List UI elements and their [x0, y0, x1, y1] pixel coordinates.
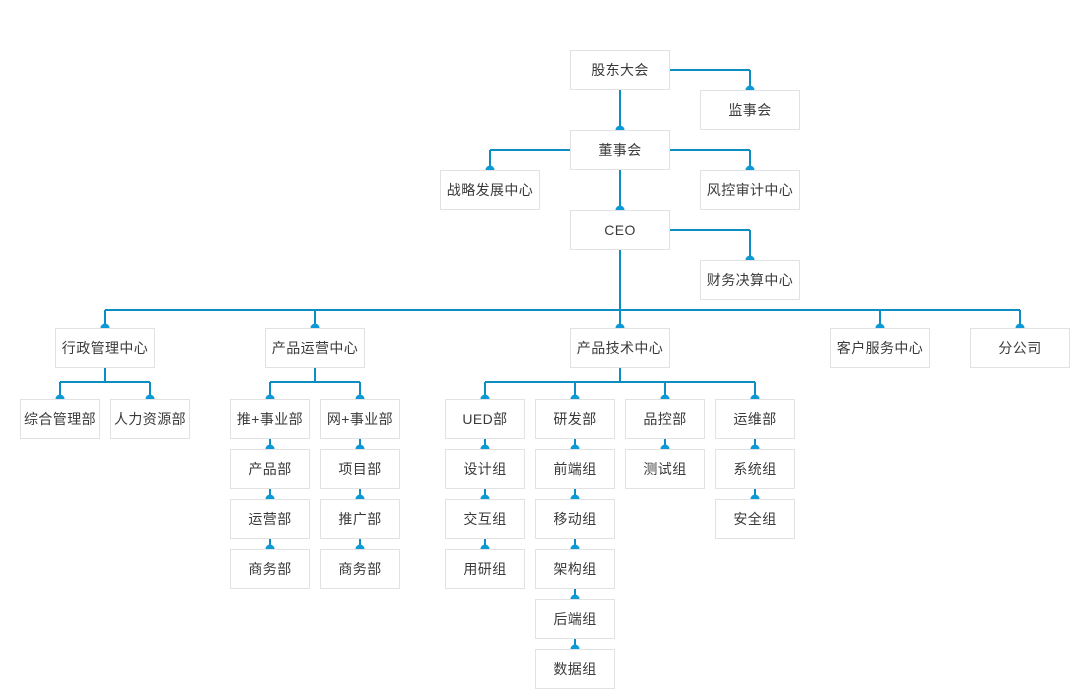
- org-node[interactable]: 产品技术中心: [570, 328, 670, 368]
- org-node[interactable]: 设计组: [445, 449, 525, 489]
- org-node-label: 运营部: [248, 511, 292, 527]
- org-node[interactable]: 风控审计中心: [700, 170, 800, 210]
- org-node-label: 商务部: [338, 561, 382, 577]
- org-node[interactable]: 监事会: [700, 90, 800, 130]
- org-node-label: UED部: [462, 411, 508, 427]
- org-node-label: 架构组: [553, 561, 597, 577]
- org-node-label: 风控审计中心: [706, 182, 794, 198]
- org-node[interactable]: UED部: [445, 399, 525, 439]
- org-node[interactable]: 战略发展中心: [440, 170, 540, 210]
- org-node[interactable]: 研发部: [535, 399, 615, 439]
- org-node[interactable]: 商务部: [320, 549, 400, 589]
- org-node-label: 用研组: [463, 561, 507, 577]
- org-node-label: 研发部: [553, 411, 597, 427]
- org-node[interactable]: 董事会: [570, 130, 670, 170]
- org-node-label: 推+事业部: [236, 411, 304, 427]
- org-node-label: 测试组: [643, 461, 687, 477]
- org-node-label: 安全组: [733, 511, 777, 527]
- org-node-label: 移动组: [553, 511, 597, 527]
- org-node[interactable]: 推+事业部: [230, 399, 310, 439]
- org-node[interactable]: 后端组: [535, 599, 615, 639]
- org-node[interactable]: 前端组: [535, 449, 615, 489]
- org-node[interactable]: 移动组: [535, 499, 615, 539]
- org-node-label: 交互组: [463, 511, 507, 527]
- org-node-label: 人力资源部: [114, 411, 186, 427]
- org-node-label: 网+事业部: [326, 411, 394, 427]
- org-node-label: 分公司: [998, 340, 1042, 356]
- org-node[interactable]: 测试组: [625, 449, 705, 489]
- org-node-label: 客户服务中心: [836, 340, 924, 356]
- org-node[interactable]: 数据组: [535, 649, 615, 689]
- org-node-label: 品控部: [643, 411, 687, 427]
- org-node-label: 监事会: [728, 102, 772, 118]
- org-node[interactable]: 商务部: [230, 549, 310, 589]
- org-node-label: 财务决算中心: [706, 272, 794, 288]
- org-node-label: 产品部: [248, 461, 292, 477]
- org-node[interactable]: 推广部: [320, 499, 400, 539]
- org-node[interactable]: 架构组: [535, 549, 615, 589]
- org-node[interactable]: 运营部: [230, 499, 310, 539]
- org-node[interactable]: 财务决算中心: [700, 260, 800, 300]
- org-node[interactable]: 网+事业部: [320, 399, 400, 439]
- org-node[interactable]: 系统组: [715, 449, 795, 489]
- org-node-label: 战略发展中心: [446, 182, 534, 198]
- org-node-label: 运维部: [733, 411, 777, 427]
- org-node-label: 系统组: [733, 461, 777, 477]
- org-node[interactable]: 产品运营中心: [265, 328, 365, 368]
- org-node[interactable]: 股东大会: [570, 50, 670, 90]
- org-node-label: CEO: [604, 222, 636, 238]
- org-node-label: 设计组: [463, 461, 507, 477]
- org-node[interactable]: 交互组: [445, 499, 525, 539]
- org-node-label: 产品技术中心: [576, 340, 664, 356]
- org-node-label: 推广部: [338, 511, 382, 527]
- org-node-label: 前端组: [553, 461, 597, 477]
- org-node-label: 商务部: [248, 561, 292, 577]
- org-node[interactable]: 客户服务中心: [830, 328, 930, 368]
- org-node[interactable]: CEO: [570, 210, 670, 250]
- org-node[interactable]: 分公司: [970, 328, 1070, 368]
- org-node-label: 董事会: [598, 142, 642, 158]
- org-node-label: 项目部: [338, 461, 382, 477]
- org-node[interactable]: 项目部: [320, 449, 400, 489]
- org-node[interactable]: 用研组: [445, 549, 525, 589]
- org-node[interactable]: 行政管理中心: [55, 328, 155, 368]
- org-node-label: 综合管理部: [24, 411, 96, 427]
- org-node-label: 行政管理中心: [61, 340, 149, 356]
- org-node-label: 产品运营中心: [271, 340, 359, 356]
- org-node[interactable]: 安全组: [715, 499, 795, 539]
- org-node-label: 股东大会: [591, 62, 649, 78]
- org-node[interactable]: 人力资源部: [110, 399, 190, 439]
- org-node[interactable]: 运维部: [715, 399, 795, 439]
- org-node[interactable]: 品控部: [625, 399, 705, 439]
- org-node[interactable]: 产品部: [230, 449, 310, 489]
- org-node-label: 数据组: [553, 661, 597, 677]
- org-node[interactable]: 综合管理部: [20, 399, 100, 439]
- org-node-label: 后端组: [553, 611, 597, 627]
